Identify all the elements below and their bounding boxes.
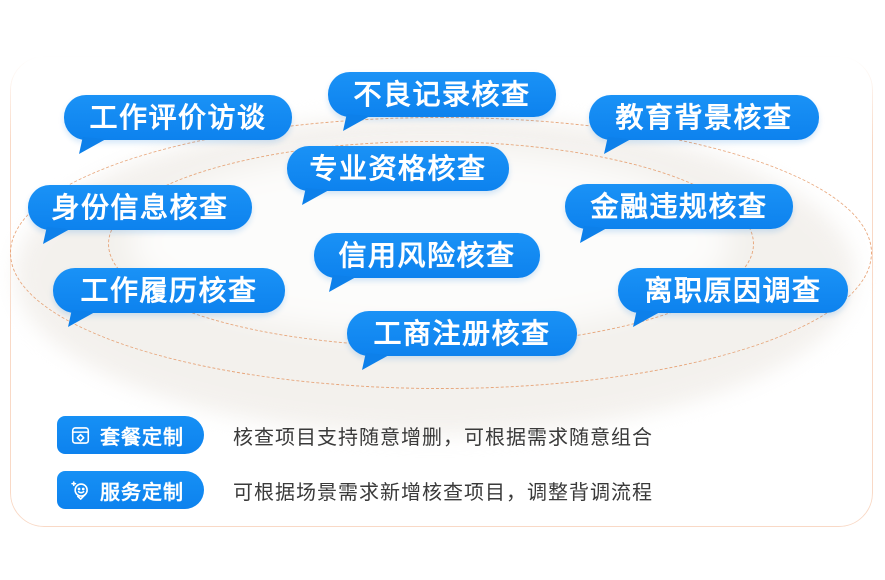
feature-row-package-customize: 套餐定制 核查项目支持随意增删，可根据需求随意组合 (57, 416, 653, 454)
bubble-credit-risk-check: 信用风险核查 (314, 233, 540, 292)
bubble-work-evaluation-interview: 工作评价访谈 (64, 95, 292, 154)
feature-badge-label: 套餐定制 (100, 426, 184, 449)
bubble-label: 工商注册核查 (373, 318, 551, 349)
bubble-resignation-reason-check: 离职原因调查 (618, 268, 848, 327)
bubble-label: 教育背景核查 (615, 102, 793, 133)
service-person-icon (70, 480, 91, 501)
bubble-label: 不良记录核查 (353, 79, 531, 110)
feature-description: 可根据场景需求新增核查项目，调整背调流程 (233, 481, 653, 504)
card-border (10, 56, 873, 527)
package-customize-icon (70, 425, 91, 446)
bubble-business-registration-check: 工商注册核查 (347, 311, 577, 370)
bubble-label: 信用风险核查 (338, 240, 516, 271)
bubble-label: 专业资格核查 (309, 153, 487, 184)
bubble-label: 身份信息核查 (51, 192, 229, 223)
bubble-label: 离职原因调查 (644, 275, 822, 306)
feature-description: 核查项目支持随意增删，可根据需求随意组合 (233, 426, 653, 449)
feature-row-service-customize: 服务定制 可根据场景需求新增核查项目，调整背调流程 (57, 471, 653, 509)
dashed-orbit-outer (10, 117, 872, 389)
feature-badge-label: 服务定制 (100, 481, 184, 504)
package-customize-badge: 套餐定制 (57, 416, 204, 454)
bubble-label: 工作履历核查 (80, 275, 258, 306)
bubble-bad-record-check: 不良记录核查 (328, 72, 556, 131)
bubble-financial-violation-check: 金融违规核查 (565, 184, 793, 243)
bubble-professional-qualification-check: 专业资格核查 (287, 146, 509, 205)
bubble-education-background-check: 教育背景核查 (589, 95, 819, 154)
service-customize-badge: 服务定制 (57, 471, 204, 509)
bubble-label: 金融违规核查 (590, 191, 768, 222)
bubble-work-history-check: 工作履历核查 (53, 268, 285, 327)
bubble-label: 工作评价访谈 (89, 102, 267, 133)
bubble-identity-info-check: 身份信息核查 (28, 185, 252, 244)
